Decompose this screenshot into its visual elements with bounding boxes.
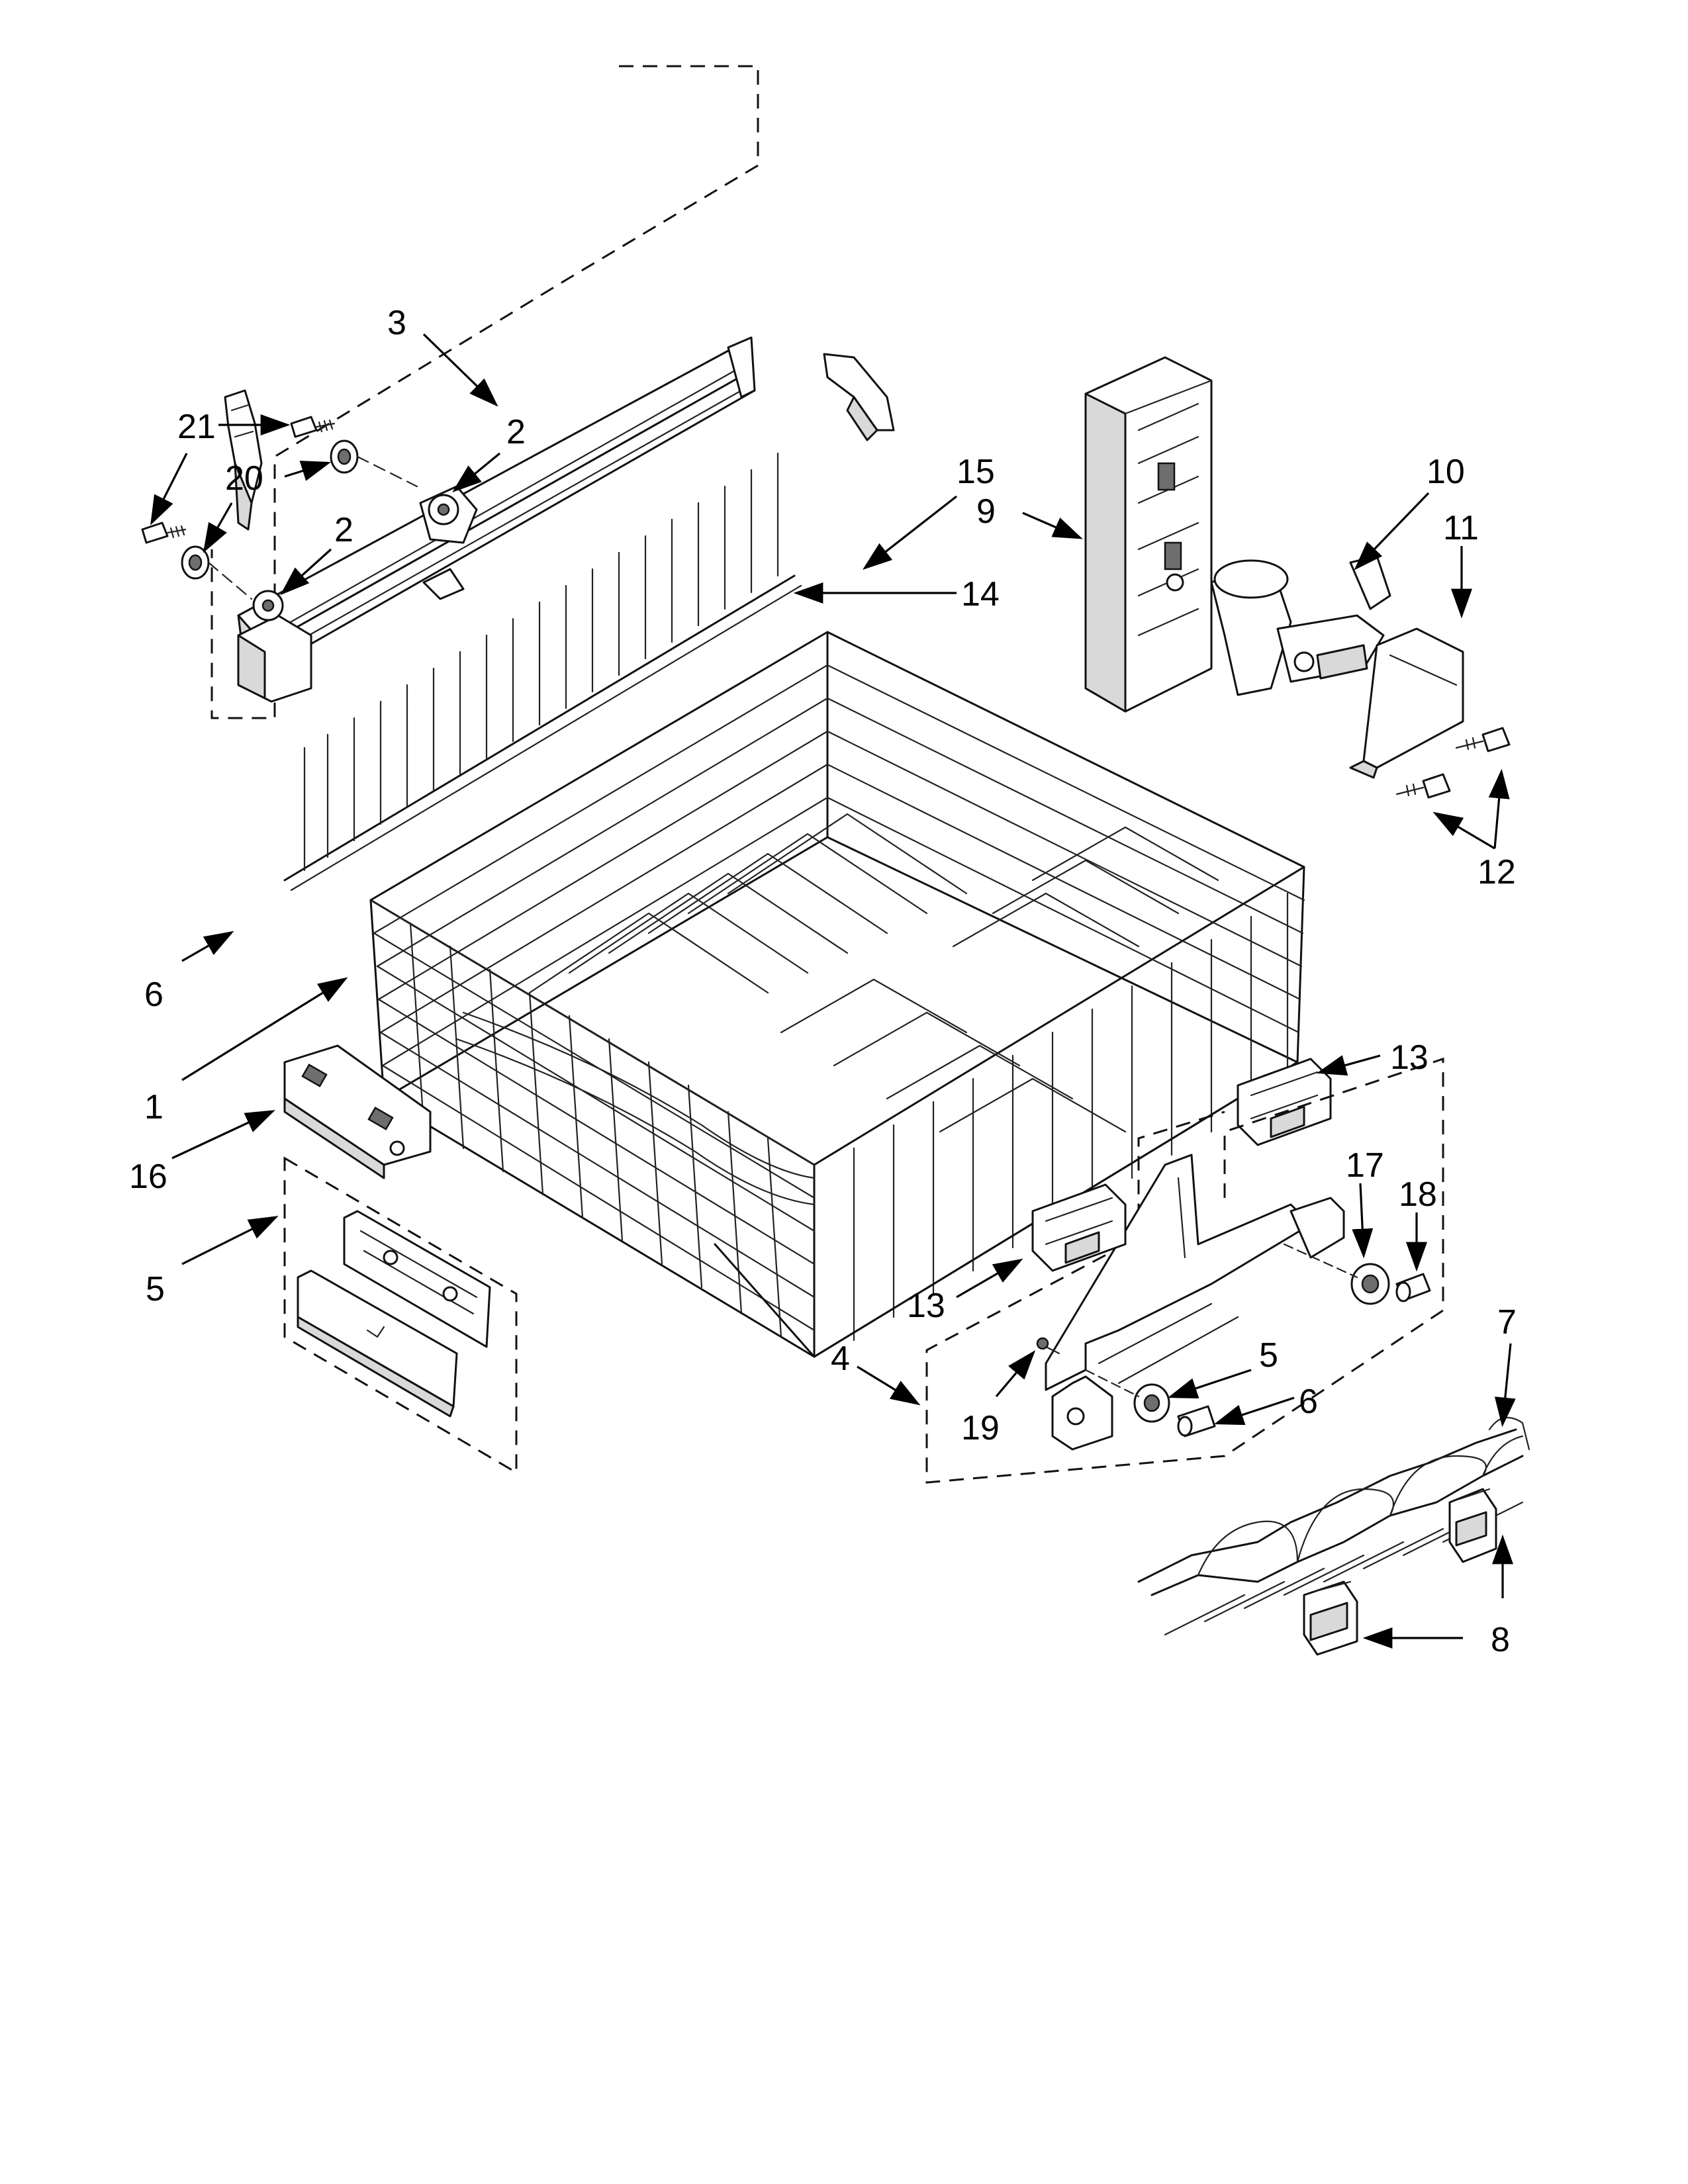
dishrack-part <box>369 631 1305 1358</box>
wheel-part-17 <box>1350 1263 1390 1305</box>
callout-16: 16 <box>129 1158 167 1196</box>
callout-6-right: 6 <box>1299 1383 1318 1421</box>
adjuster-block-left <box>237 590 312 703</box>
callout-1: 1 <box>144 1088 164 1126</box>
rail-assembly-group <box>141 65 759 719</box>
lower-assembly-dashed-boundary <box>925 1057 1444 1484</box>
leader-6b <box>1213 1396 1295 1426</box>
washer-20-lower <box>181 545 210 580</box>
adjuster-block-right <box>419 485 478 600</box>
handle-dashed-boundary <box>283 1156 518 1475</box>
callout-5-left: 5 <box>146 1270 165 1308</box>
callout-18: 18 <box>1399 1175 1437 1214</box>
leader-12a <box>1488 768 1510 849</box>
slide-part-13-upper <box>1237 1058 1332 1146</box>
bumper-part <box>283 1044 432 1179</box>
leader-17 <box>1352 1183 1374 1259</box>
leader-20b <box>203 502 233 553</box>
rack-inner-tines <box>528 813 1219 1133</box>
callout-3: 3 <box>387 304 406 342</box>
leader-4 <box>857 1365 921 1406</box>
tines <box>303 452 779 872</box>
handle-part <box>297 1210 491 1418</box>
callout-labels: 3 21 20 2 2 15 9 10 11 14 12 6 1 16 5 13… <box>129 304 1517 1659</box>
leader-5b <box>1167 1369 1252 1399</box>
rail-group-dashed-boundary <box>211 65 759 719</box>
leader-1 <box>181 977 348 1081</box>
callout-6-left: 6 <box>144 976 164 1014</box>
axle-part-18 <box>1395 1273 1431 1302</box>
leader-6a <box>181 931 234 962</box>
tine-row-part <box>283 452 802 891</box>
callout-13-upper: 13 <box>1390 1038 1429 1077</box>
leader-7 <box>1494 1343 1516 1428</box>
lower-frame-part <box>1045 1154 1345 1451</box>
leader-13a <box>1316 1054 1381 1076</box>
leader-19 <box>995 1350 1036 1398</box>
callout-13-lower: 13 <box>907 1287 945 1325</box>
leader-16 <box>171 1110 275 1160</box>
stabilizer-clip-right <box>1448 1488 1497 1563</box>
callout-10: 10 <box>1427 453 1465 491</box>
screws-part-12 <box>1395 727 1511 799</box>
leader-15 <box>862 495 957 570</box>
wheel-part-5-lower <box>1133 1383 1170 1423</box>
screw-21-lower <box>141 522 187 544</box>
callout-2-upper: 2 <box>506 413 526 451</box>
callout-7: 7 <box>1497 1303 1517 1342</box>
washer-20-upper <box>330 439 359 474</box>
callout-17: 17 <box>1346 1146 1384 1185</box>
callout-20: 20 <box>225 459 263 498</box>
leader-2a <box>452 452 501 493</box>
callout-8: 8 <box>1491 1621 1510 1659</box>
callout-12: 12 <box>1477 853 1516 891</box>
adjuster-housing-part <box>1084 356 1213 713</box>
leader-5a <box>181 1216 279 1265</box>
leader-13b <box>956 1258 1023 1298</box>
screw-21-upper <box>290 416 336 438</box>
stabilizer-clip-left <box>1303 1580 1358 1656</box>
axle-part-6-lower <box>1177 1405 1216 1437</box>
leader-9 <box>1022 512 1083 539</box>
adjuster-handle-part <box>1210 555 1391 696</box>
leader-lines <box>150 333 1516 1649</box>
rail-part <box>237 336 756 670</box>
callout-14: 14 <box>961 575 1000 614</box>
slide-part-13-lower <box>1031 1183 1127 1272</box>
callout-19: 19 <box>961 1409 1000 1447</box>
clip-part-left <box>224 389 263 531</box>
leader-3 <box>422 333 498 407</box>
handle-group-left <box>283 1156 518 1475</box>
leader-2b <box>280 548 332 596</box>
callout-15: 15 <box>957 453 995 491</box>
leader-10 <box>1354 492 1430 570</box>
cover-part <box>1349 627 1464 779</box>
callout-2-lower: 2 <box>334 511 353 549</box>
callout-4: 4 <box>831 1340 850 1378</box>
clip-part-15 <box>823 353 895 441</box>
callout-5-right: 5 <box>1259 1336 1278 1375</box>
rack-vertical-wires <box>409 892 1289 1342</box>
callout-11: 11 <box>1443 509 1479 547</box>
leader-21b <box>150 453 188 525</box>
leader-20a <box>284 461 332 481</box>
callout-21: 21 <box>177 408 216 446</box>
lower-assembly-group <box>925 1057 1444 1484</box>
screw-part-19 <box>1036 1337 1060 1355</box>
callout-9: 9 <box>976 492 996 531</box>
leader-12b <box>1432 811 1495 850</box>
